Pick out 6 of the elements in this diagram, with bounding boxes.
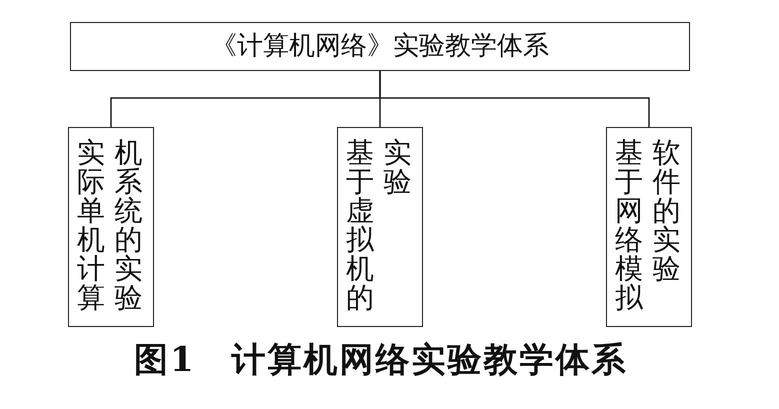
figure-caption: 图1 计算机网络实验教学体系 <box>134 341 628 380</box>
category-box: 基于网络模拟软件的实验 <box>606 127 692 327</box>
root-box: 《计算机网络》实验教学体系 <box>70 22 690 71</box>
category-box: 实际单机计算机系统的实验 <box>68 127 154 327</box>
connector-line <box>379 71 650 127</box>
category-box: 基于虚拟机的实验 <box>337 127 423 327</box>
